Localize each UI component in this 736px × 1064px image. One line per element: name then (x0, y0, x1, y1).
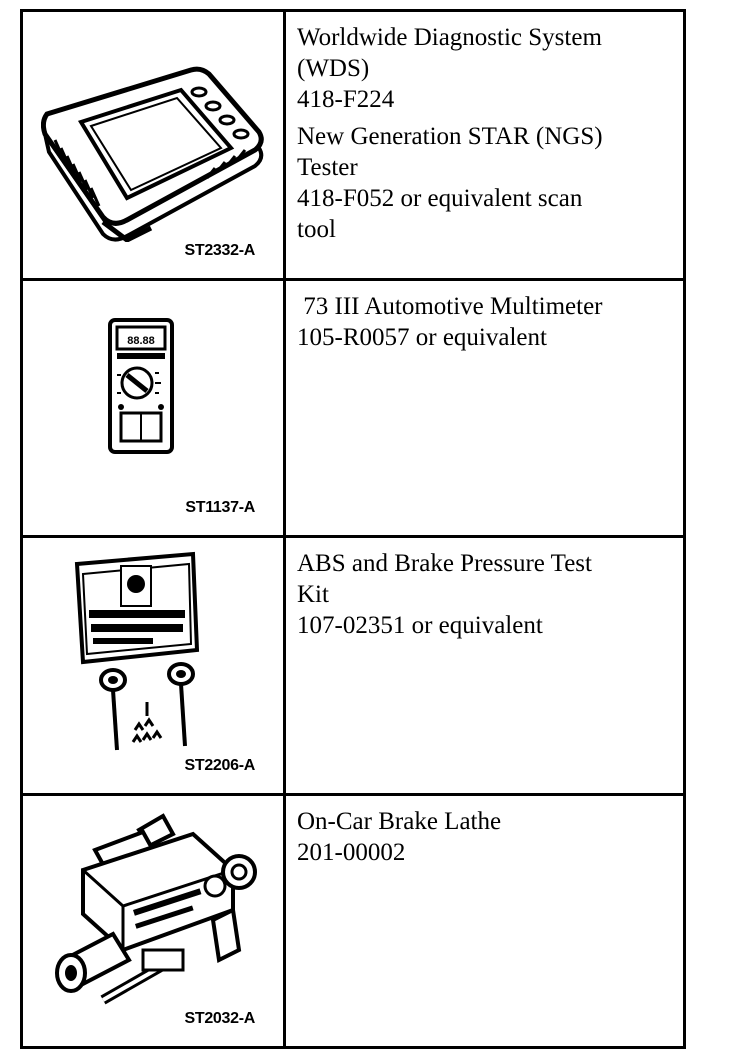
figure-code: ST2332-A (184, 242, 255, 259)
multimeter-icon: 88.88 (108, 318, 174, 454)
tool-name-line: tool (297, 216, 336, 243)
tool-row-pressure-kit: ST2206-A ABS and Brake Pressure Test Kit… (23, 538, 683, 796)
figure-code: ST2206-A (184, 757, 255, 774)
tool-description: 73 III Automotive Multimeter 105-R0057 o… (286, 281, 683, 535)
tool-name-line: Worldwide Diagnostic System (297, 24, 602, 51)
tool-name-line: ABS and Brake Pressure Test (297, 550, 592, 577)
tool-name-line: On-Car Brake Lathe (297, 808, 502, 835)
tool-image-cell: 88.88 ST1137-A (23, 281, 286, 535)
special-tools-table: ST2332-A Worldwide Diagnostic System (WD… (20, 9, 686, 1049)
tool-description: ABS and Brake Pressure Test Kit 107-0235… (286, 538, 683, 793)
scan-tool-icon (41, 66, 264, 242)
tool-number: 418-F052 or equivalent scan (297, 185, 583, 212)
figure-code: ST1137-A (185, 499, 255, 516)
brake-lathe-icon (55, 813, 257, 1005)
svg-text:88.88: 88.88 (127, 335, 155, 347)
pressure-test-kit-icon (74, 551, 200, 751)
tool-number: 418-F224 (297, 86, 395, 113)
tool-name-line: Tester (297, 154, 358, 181)
tool-image-cell: ST2032-A (23, 796, 286, 1046)
tool-image-cell: ST2332-A (23, 12, 286, 278)
tool-number: 201-00002 (297, 839, 406, 866)
tool-image-cell: ST2206-A (23, 538, 286, 793)
tool-name-line: Kit (297, 581, 329, 608)
tool-number: 107-02351 or equivalent (297, 612, 543, 639)
tool-row-brake-lathe: ST2032-A On-Car Brake Lathe 201-00002 (23, 796, 683, 1046)
tool-number: 105-R0057 or equivalent (297, 324, 547, 351)
tool-row-multimeter: 88.88 ST1137-A 73 III Automotive Multime… (23, 281, 683, 538)
figure-code: ST2032-A (184, 1010, 255, 1027)
tool-name-line: (WDS) (297, 55, 370, 82)
tool-row-wds: ST2332-A Worldwide Diagnostic System (WD… (23, 12, 683, 281)
tool-name-line: New Generation STAR (NGS) (297, 123, 603, 150)
tool-description: On-Car Brake Lathe 201-00002 (286, 796, 683, 1046)
tool-description: Worldwide Diagnostic System (WDS) 418-F2… (286, 12, 683, 278)
tool-name-line: 73 III Automotive Multimeter (297, 293, 603, 320)
